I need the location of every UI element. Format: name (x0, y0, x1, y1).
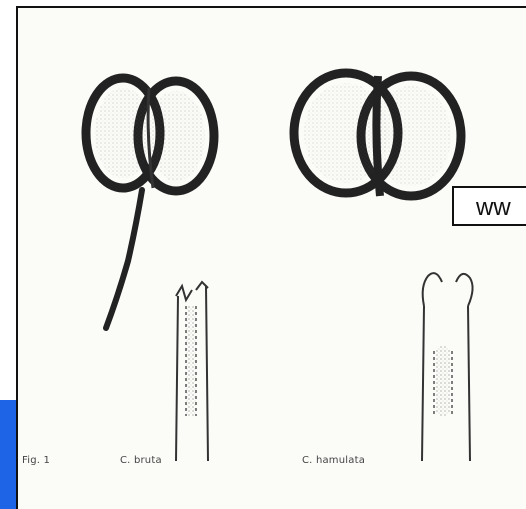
bristle-detail-b (422, 273, 473, 461)
fruit-a (86, 78, 214, 191)
bristle-detail-a (176, 282, 208, 461)
url-overlay-box[interactable]: ww (452, 186, 526, 226)
figure-number-label: Fig. 1 (22, 455, 50, 466)
specimen-a-label: C. bruta (120, 455, 162, 466)
url-overlay-text: ww (476, 194, 511, 221)
stalk-a (106, 190, 142, 328)
fruit-b (294, 73, 461, 196)
botanical-illustration (16, 6, 526, 509)
specimen-b-label: C. hamulata (302, 455, 365, 466)
